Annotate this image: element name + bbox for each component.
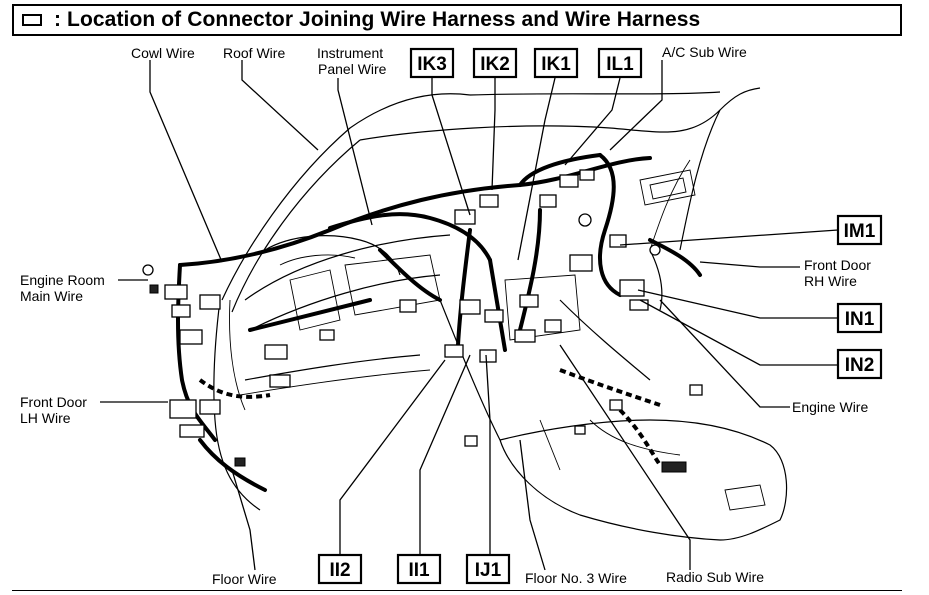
label-front-door-rh-wire-line1: Front Door [804,257,871,273]
code-in1: IN1 [836,302,883,334]
label-front-door-rh-wire-line2: RH Wire [804,273,857,289]
connector-blocks [142,169,703,473]
svg-text:II2: II2 [329,560,350,581]
code-il1: IL1 [597,47,643,79]
code-ii1: II1 [396,553,442,585]
code-ik3: IK3 [409,47,455,79]
label-roof-wire: Roof Wire [223,45,285,61]
label-engine-room-main-wire-line2: Main Wire [20,288,83,304]
code-ij1: IJ1 [465,553,511,585]
bottom-rule [12,590,902,591]
wire-harnesses [176,153,702,492]
leader-lines [100,60,839,571]
code-ii2: II2 [317,553,363,585]
page-title: : Location of Connector Joining Wire Har… [54,8,701,31]
code-in2: IN2 [836,348,883,380]
svg-text:IM1: IM1 [844,221,876,242]
label-cowl-wire: Cowl Wire [131,45,195,61]
wire-labels: Cowl Wire Roof Wire Instrument Panel Wir… [20,44,871,587]
svg-text:IJ1: IJ1 [475,560,502,581]
svg-text:IL1: IL1 [606,54,634,75]
box-icon [22,14,42,26]
svg-text:IN1: IN1 [845,309,875,330]
svg-text:II1: II1 [408,560,430,581]
label-engine-wire: Engine Wire [792,399,868,415]
code-ik1: IK1 [533,47,579,79]
svg-text:IK3: IK3 [417,54,447,75]
label-instrument-panel-wire-line2: Panel Wire [318,61,387,77]
svg-text:IK2: IK2 [480,54,510,75]
svg-text:IK1: IK1 [541,54,571,75]
connector-codes: IK3 IK2 IK1 IL1 IM1 IN1 IN2 II2 [317,47,883,585]
label-engine-room-main-wire-line1: Engine Room [20,272,105,288]
label-radio-sub-wire: Radio Sub Wire [666,569,764,585]
label-floor-wire: Floor Wire [212,571,277,587]
title-bar: : Location of Connector Joining Wire Har… [12,4,902,36]
label-floor-no3-wire: Floor No. 3 Wire [525,570,627,586]
code-im1: IM1 [836,214,883,246]
label-front-door-lh-wire-line1: Front Door [20,394,87,410]
code-ik2: IK2 [472,47,518,79]
label-instrument-panel-wire-line1: Instrument [317,45,383,61]
label-ac-sub-wire: A/C Sub Wire [662,44,747,60]
svg-text:IN2: IN2 [845,355,875,376]
label-front-door-lh-wire-line2: LH Wire [20,410,71,426]
